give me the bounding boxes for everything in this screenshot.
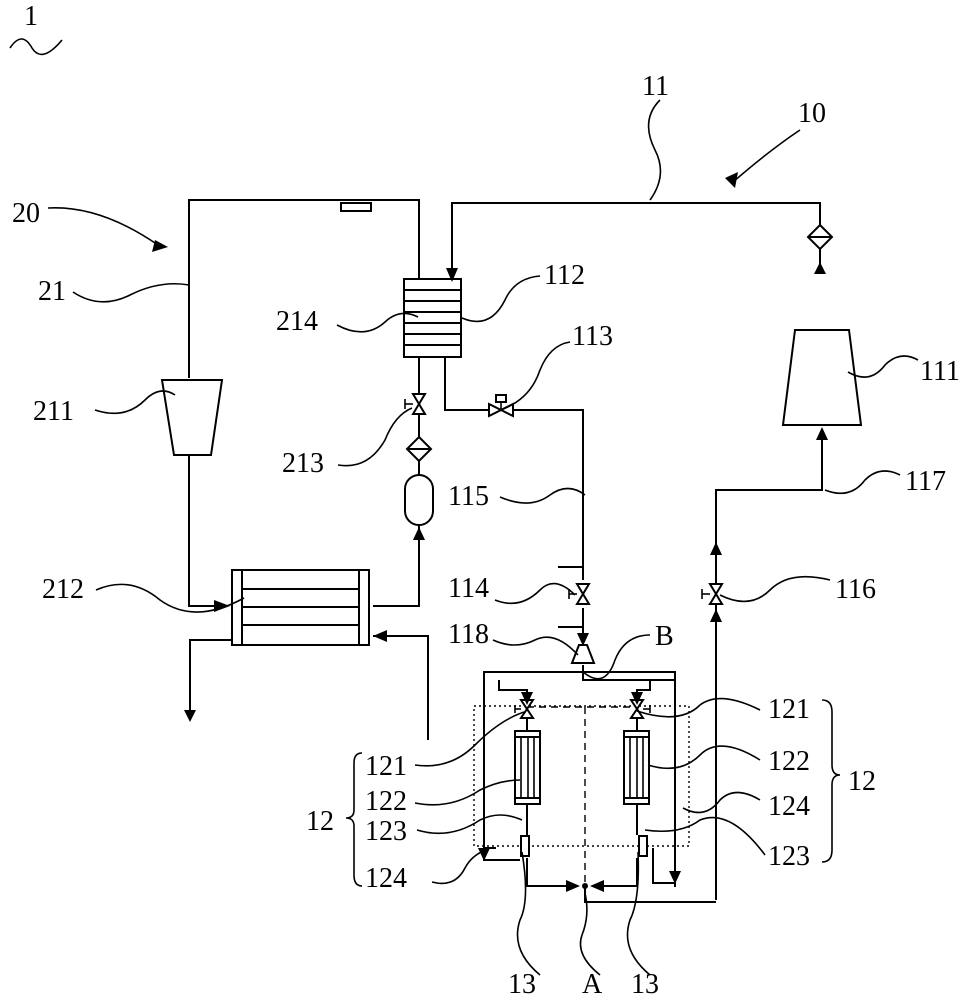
label-21: 21 [38,276,66,307]
label-13-right: 13 [631,969,659,1000]
label-b: B [655,621,674,652]
heat-exchanger-212 [232,570,369,645]
label-111: 111 [920,356,960,387]
label-20: 20 [12,198,40,229]
evaporator-section [346,672,840,902]
label-12-right: 12 [848,766,876,797]
label-123-right: 123 [768,841,810,872]
evaporator-122-left [515,731,540,804]
label-12-left: 12 [306,806,334,837]
receiver-tank [405,475,433,525]
label-13-left: 13 [508,969,536,1000]
label-213: 213 [282,448,324,479]
label-211: 211 [33,396,74,427]
filter-icon [808,225,832,249]
label-113: 113 [572,321,613,352]
evaporator-122-right [624,731,649,804]
valve-121-right-icon [631,700,650,718]
valve-116-icon [702,584,722,604]
junction-a [582,883,588,889]
flow-arrows [152,172,828,892]
label-1: 1 [24,1,38,32]
label-116: 116 [835,574,876,605]
label-10: 10 [798,98,826,129]
pipe-fitting [341,203,371,211]
sensor-123-right [639,836,647,856]
filter-icon [407,437,431,461]
label-112: 112 [544,260,585,291]
label-a: A [582,969,603,1000]
label-115: 115 [448,481,489,512]
valve-114-icon [558,567,589,627]
label-212: 212 [42,574,84,605]
part-118 [572,645,594,663]
label-214: 214 [276,306,318,337]
label-124-right: 124 [768,791,810,822]
valve-213-icon [405,394,425,414]
compressor-111 [783,330,861,425]
compressor-211 [162,380,222,455]
label-122-right: 122 [768,746,810,777]
label-117: 117 [905,466,946,497]
label-121-right: 121 [768,694,810,725]
valve-121-left-icon [515,700,533,718]
label-124-left: 124 [365,863,407,894]
label-114: 114 [448,573,489,604]
label-11: 11 [642,71,669,102]
label-121-left: 121 [365,751,407,782]
heat-exchanger-214-112 [404,279,461,357]
label-123-left: 123 [365,816,407,847]
label-122-left: 122 [365,786,407,817]
label-118: 118 [448,619,489,650]
